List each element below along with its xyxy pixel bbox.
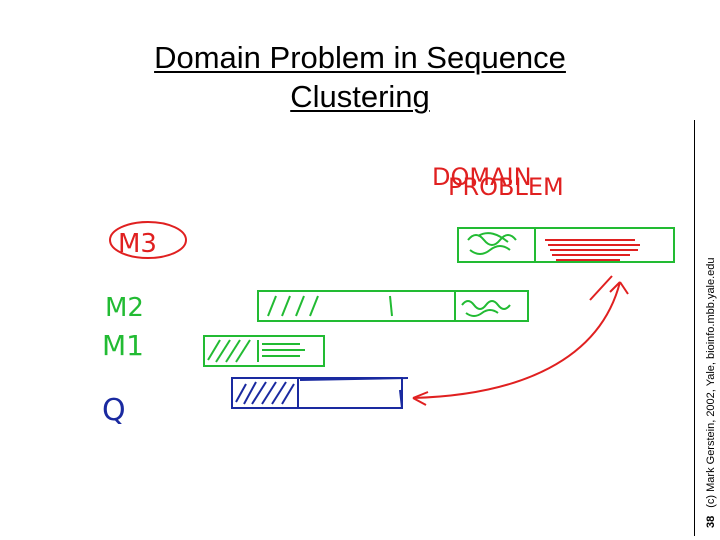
- label-q-text: Q: [102, 393, 126, 428]
- side-divider: [694, 120, 717, 536]
- slide-title: Domain Problem in Sequence Clustering: [40, 38, 680, 116]
- q-sequence-bar: [231, 377, 409, 409]
- m1-sequence-bar: [203, 335, 325, 367]
- m2-sequence-bar: [257, 290, 529, 322]
- title-line-2: Clustering: [290, 79, 430, 114]
- m3-sequence-bar: [457, 227, 675, 263]
- label-m3-text: M3: [118, 229, 157, 259]
- label-m3: M3: [109, 221, 187, 259]
- label-m2-text: M2: [105, 293, 144, 323]
- sketch-heading-problem: PROBLEM: [448, 173, 564, 201]
- label-m1-text: M1: [102, 329, 144, 362]
- sketch-heading-domain: DOMAIN: [432, 163, 532, 191]
- red-arrow: [412, 275, 629, 406]
- title-line-1: Domain Problem in Sequence: [154, 40, 566, 75]
